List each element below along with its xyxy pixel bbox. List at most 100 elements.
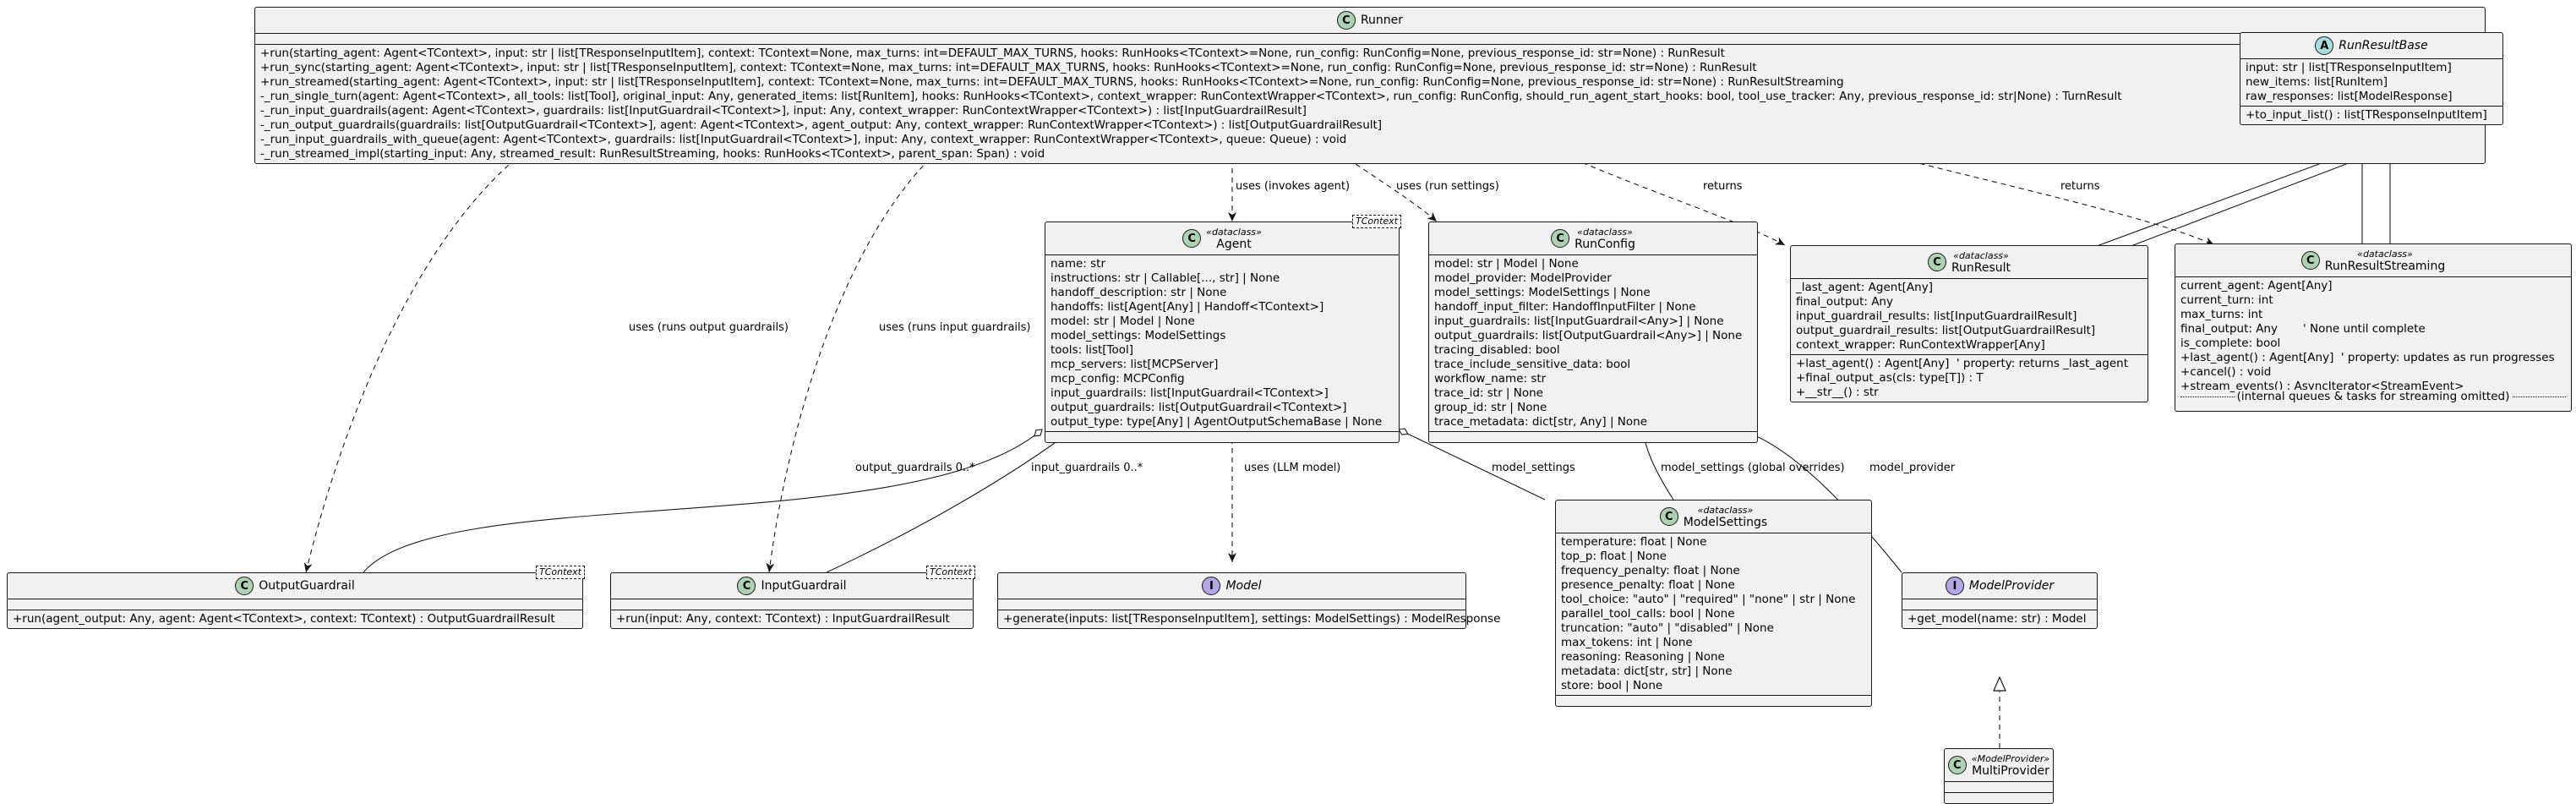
class-kind-icon: C [737,577,756,595]
method: +get_model(name: str) : Model [1907,612,2087,626]
attributes-section [8,599,582,610]
edge-label-input-guardrails-mult: input_guardrails 0..* [1031,462,1143,474]
attributes-section [1902,599,2097,610]
attribute: name: str [1051,257,1106,271]
class-header: C «dataclass»RunConfig [1429,222,1757,254]
class-names: Model [1225,578,1262,593]
type-parameter: TContext [1351,215,1401,228]
edge-label-invokes-agent: uses (invokes agent) [1236,180,1351,193]
class-header: C «dataclass»RunResultStreaming [2175,244,2571,276]
attribute: frequency_penalty: float | None [1561,564,1740,577]
class-kind-icon: C [235,577,254,595]
attribute: input_guardrail_results: list[InputGuard… [1796,309,2077,323]
attribute: mcp_config: MCPConfig [1051,372,1185,386]
edge-label-returns-1: returns [1703,180,1743,193]
attribute: reasoning: Reasoning | None [1561,650,1725,664]
attribute: output_guardrail_results: list[OutputGua… [1796,324,2096,337]
type-parameter: TContext [535,566,585,579]
attribute: parallel_tool_calls: bool | None [1561,607,1735,621]
class-name: Model [1225,578,1262,593]
class-names: «ModelProvider»MultiProvider [1972,752,2049,778]
edge-label-returns-2: returns [2060,180,2100,193]
method: +run_sync(starting_agent: Agent<TContext… [260,61,1757,74]
attribute: trace_id: str | None [1434,386,1543,400]
class-name: ModelSettings [1683,516,1768,529]
attribute: presence_penalty: float | None [1561,578,1735,592]
class-kind-icon: C [1336,11,1356,30]
edge-label-model-settings: model_settings [1492,462,1575,474]
attribute: output_type: type[Any] | AgentOutputSche… [1051,415,1383,429]
method: -_run_input_guardrails_with_queue(agent:… [260,133,1347,146]
class-name: Agent [1216,238,1252,251]
attribute: temperature: float | None [1561,535,1707,549]
class-header: C«dataclass»RunResult [1791,246,2148,278]
class-names: «dataclass»RunConfig [1575,226,1635,251]
class-name: OutputGuardrail [259,578,355,593]
class-kind-icon: C [1947,756,1967,774]
attribute: mcp_servers: list[MCPServer] [1051,358,1219,371]
method: -_run_input_guardrails(agent: Agent<TCon… [260,104,1307,118]
class-modelsettings: C«dataclass»ModelSettings temperature: fl… [1555,500,1872,707]
class-kind-icon: C [2300,251,2320,270]
class-name: ModelProvider [1968,578,2055,593]
type-parameter: TContext [925,566,975,579]
edge-label-model-settings-global: model_settings (global overrides) [1661,462,1845,474]
stereotype: «dataclass» [1697,505,1754,516]
attribute: handoff_input_filter: HandoffInputFilter… [1434,300,1696,314]
class-header: C «ModelProvider»MultiProvider [1945,749,2053,781]
class-name: RunResult [1951,261,2011,275]
method: +run(agent_output: Any, agent: Agent<TCo… [13,612,555,626]
class-names: InputGuardrail [761,578,847,593]
class-name: InputGuardrail [761,578,847,593]
attributes-section [611,599,973,610]
class-header: C«dataclass»ModelSettings [1556,500,1871,533]
attribute: trace_metadata: dict[str, Any] | None [1434,415,1648,429]
attribute: final_output: Any ' None until complete [2180,322,2426,336]
methods-section [1045,431,1399,442]
method: +to_input_list() : list[TResponseInputIt… [2246,108,2487,122]
edge-agent-modelsettings [1398,428,1546,500]
method: +generate(inputs: list[TResponseInputIte… [1003,612,1501,626]
attribute: model: str | Model | None [1051,314,1195,328]
edge-agent-outputguardrail [363,429,1043,573]
class-names: «dataclass»RunResult [1951,249,2011,275]
attribute: max_turns: int [2180,308,2263,321]
attribute: tracing_disabled: bool [1434,343,1560,357]
method: +last_agent() : Agent[Any] ' property: r… [1796,357,2129,370]
stereotype: «ModelProvider» [1971,753,2050,764]
attribute: model_settings: ModelSettings | None [1434,286,1651,299]
stereotype: «dataclass» [1577,227,1633,238]
attributes-section [255,33,2485,44]
class-kind-icon: C [1551,229,1570,248]
methods-section: +run(agent_output: Any, agent: Agent<TCo… [8,610,582,628]
method: +final_output_as(cls: type[T]) : T [1796,371,1984,385]
methods-section: +generate(inputs: list[TResponseInputIte… [998,610,1501,628]
edge-label-model-provider: model_provider [1869,462,1956,474]
methods-section [1945,792,2053,803]
attribute: top_p: float | None [1561,550,1667,563]
edge-runner-inputguardrail [766,158,931,573]
class-names: ModelProvider [1968,578,2055,593]
methods-section: +run(starting_agent: Agent<TContext>, in… [255,44,2485,163]
edge-label-llm-model: uses (LLM model) [1244,462,1341,474]
class-name: RunConfig [1575,238,1635,251]
attribute: raw_responses: list[ModelResponse] [2246,90,2453,103]
class-names: RunResultBase [2339,39,2427,52]
method: +run(starting_agent: Agent<TContext>, in… [260,46,1725,60]
method: +__str__() : str [1796,386,1879,399]
class-kind-icon: C [1182,229,1202,248]
attribute: context_wrapper: RunContextWrapper[Any] [1796,338,2045,352]
edge-label-runs-output-guardrails: uses (runs output guardrails) [629,321,789,334]
class-names: «dataclass»RunResultStreaming [2325,248,2445,273]
class-multiprovider: C «ModelProvider»MultiProvider [1944,748,2054,804]
attribute: model: str | Model | None [1434,257,1579,271]
attribute: is_complete: bool [2180,336,2281,350]
attribute: input: str | list[TResponseInputItem] [2246,61,2452,74]
